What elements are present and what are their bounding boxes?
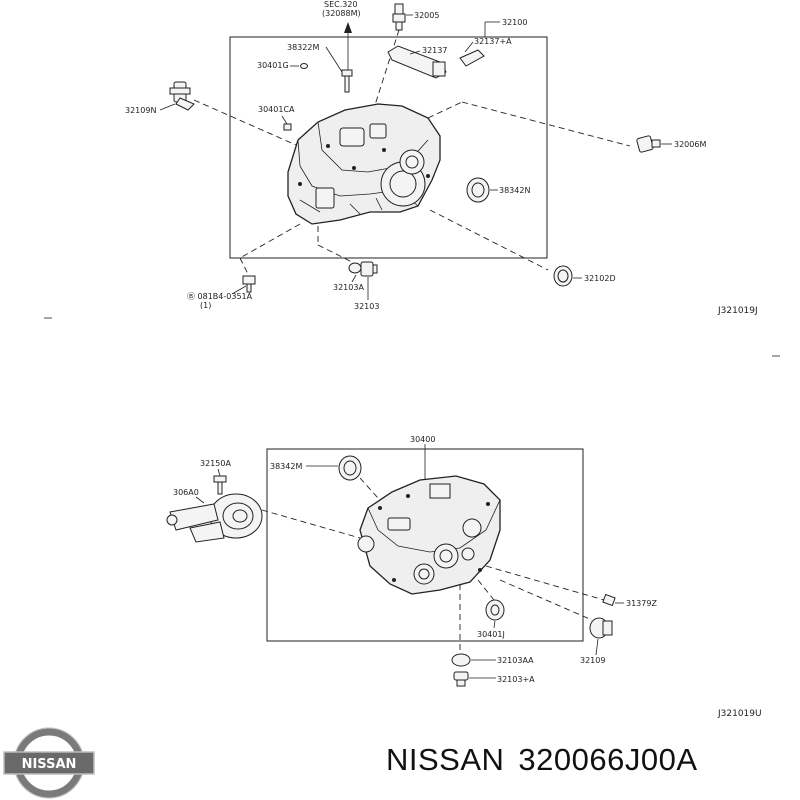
upper-figure: SEC.320 (32088M) 32005 32100 32137+A 321… [125, 0, 758, 316]
part-081b4-bolt [242, 275, 256, 293]
label-30401g: 30401G [257, 61, 289, 70]
nissan-logo: NISSAN [3, 727, 95, 799]
label-32109: 32109 [580, 656, 605, 665]
part-30401ca-plug [283, 123, 292, 131]
part-30400-clutch-housing [357, 475, 501, 595]
part-32006m-sensor [636, 135, 661, 153]
logo-bar [3, 751, 95, 775]
label-32150a: 32150A [200, 459, 231, 468]
dash-31379z [485, 565, 605, 601]
label-081b4: Ⓑ 081B4-0351A [187, 292, 253, 301]
label-081b4-qty: (1) [200, 301, 211, 310]
part-30401g-plug [300, 63, 308, 69]
logo-text: NISSAN [22, 757, 77, 772]
part-38342m-seal [338, 455, 362, 481]
label-32137a: 32137+A [474, 37, 512, 46]
upper-frame [229, 36, 548, 259]
part-31379z-plug [602, 593, 616, 607]
lower-figure-code: J321019U [717, 709, 762, 719]
part-30401j-seal [485, 599, 505, 621]
lower-figure: 30400 38342M 32150A 306A0 [166, 435, 762, 719]
part-32109n-plug [169, 81, 195, 111]
label-sec: SEC.320 [324, 0, 358, 9]
part-32005-sensor [392, 3, 406, 31]
dash-32006m [461, 101, 631, 147]
label-30401ca: 30401CA [258, 105, 295, 114]
part-32103-plug [360, 261, 378, 277]
dash-32102d [429, 209, 549, 271]
part-32150a-bolt [213, 475, 227, 495]
label-38322m: 38322M [287, 43, 319, 52]
part-32103a-plug [453, 671, 469, 687]
dash-32005 [374, 29, 400, 106]
part-38342n-seal [466, 177, 490, 203]
label-32005: 32005 [414, 11, 439, 20]
label-sec-ref: (32088M) [322, 9, 361, 18]
part-38322m-bolt [341, 69, 353, 93]
label-32102d: 32102D [584, 274, 616, 283]
label-32137: 32137 [422, 46, 447, 55]
label-32103a-plus: 32103+A [497, 675, 535, 684]
label-32103aa: 32103AA [497, 656, 534, 665]
upper-figure-code: J321019J [717, 306, 758, 316]
part-306a0-release-cylinder [166, 493, 263, 543]
sec-arrow-head [344, 22, 352, 33]
label-306a0: 306A0 [173, 488, 199, 497]
dash-32109n [193, 99, 297, 146]
label-32100: 32100 [502, 18, 527, 27]
label-32103a: 32103A [333, 283, 364, 292]
part-32137-bracket [387, 45, 485, 79]
brand-caption: NISSAN 320066J00A [386, 742, 712, 778]
part-32102d-seal [553, 265, 573, 287]
label-32109n: 32109N [125, 106, 156, 115]
brand-name: NISSAN [386, 742, 505, 777]
label-32006m: 32006M [674, 140, 706, 149]
label-31379z: 31379Z [626, 599, 657, 608]
label-38342n: 38342N [499, 186, 530, 195]
part-32103aa-oring [451, 653, 471, 667]
label-30400: 30400 [410, 435, 435, 444]
part-32109-plug [589, 617, 613, 639]
part-number: 320066J00A [518, 742, 698, 777]
part-32103a-oring [348, 262, 362, 274]
label-38342m: 38342M [270, 462, 302, 471]
label-32103: 32103 [354, 302, 379, 311]
dash-306a0 [261, 509, 361, 539]
part-32100-transmission-case [287, 103, 441, 225]
label-30401j: 30401J [477, 630, 505, 639]
